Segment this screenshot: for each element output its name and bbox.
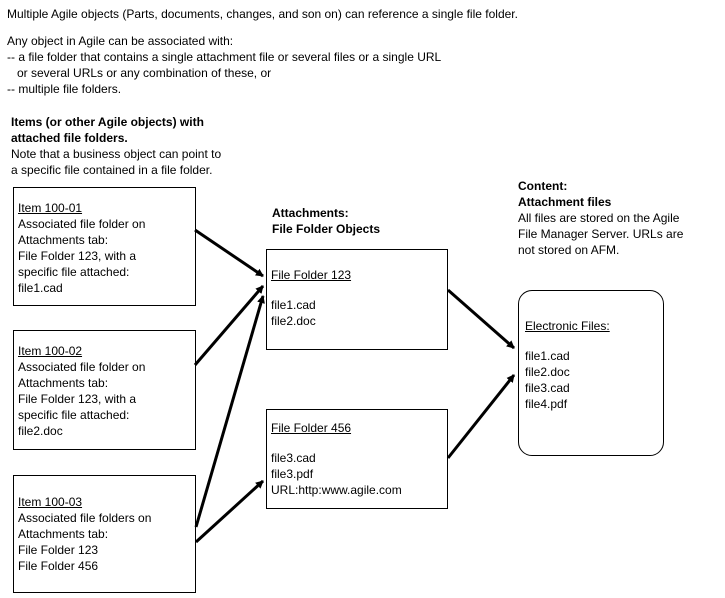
items-heading-title: attached file folders.: [11, 131, 128, 145]
electronic-file: file3.cad: [525, 381, 570, 395]
items-heading-note: Note that a business object can point to: [11, 147, 222, 161]
intro-para-line: -- a file folder that contains a single …: [7, 50, 442, 64]
item-detail: specific file attached:: [18, 408, 130, 422]
item-detail: Associated file folder on: [18, 360, 146, 374]
electronic-files-title: Electronic Files:: [525, 319, 610, 333]
folder-box-456: File Folder 456 file3.cad file3.pdf URL:…: [266, 409, 448, 509]
intro-para-line: or several URLs or any combination of th…: [7, 66, 272, 80]
items-heading: Items (or other Agile objects) with atta…: [11, 114, 221, 178]
folder-file: file3.pdf: [271, 467, 314, 481]
item-detail: File Folder 123, with a: [18, 392, 137, 406]
folder-file: file3.cad: [271, 451, 316, 465]
content-heading-note: not stored on AFM.: [518, 243, 620, 257]
item-title: Item 100-03: [18, 495, 83, 509]
arrow-item1-to-folder123: [194, 228, 264, 278]
content-heading-title: Attachment files: [518, 195, 612, 209]
arrow-item2-to-folder123: [193, 285, 265, 366]
attachments-heading-line: Attachments:: [272, 206, 349, 220]
arrow-item3-to-folder123: [194, 295, 265, 528]
intro-para-line: -- multiple file folders.: [7, 82, 122, 96]
item-detail: file2.doc: [18, 424, 63, 438]
electronic-file: file2.doc: [525, 365, 570, 379]
electronic-file: file1.cad: [525, 349, 570, 363]
item-box-100-02: Item 100-02 Associated file folder on At…: [13, 330, 196, 450]
intro-paragraph: Any object in Agile can be associated wi…: [7, 33, 441, 97]
arrow-folder123-to-electronic: [447, 288, 515, 350]
content-heading: Content: Attachment files All files are …: [518, 178, 683, 258]
item-title: Item 100-02: [18, 344, 83, 358]
arrow-item3-to-folder456: [194, 479, 265, 544]
electronic-file: file4.pdf: [525, 397, 568, 411]
attachments-heading: Attachments: File Folder Objects: [272, 205, 380, 237]
attachments-heading-line: File Folder Objects: [272, 222, 381, 236]
item-detail: Associated file folder on: [18, 217, 146, 231]
electronic-files-box: Electronic Files: file1.cad file2.doc fi…: [518, 290, 664, 456]
item-detail: File Folder 123: [18, 543, 99, 557]
item-detail: specific file attached:: [18, 265, 130, 279]
item-detail: File Folder 123, with a: [18, 249, 137, 263]
item-box-100-01: Item 100-01 Associated file folder on At…: [13, 187, 196, 306]
item-box-100-03: Item 100-03 Associated file folders on A…: [13, 475, 196, 593]
folder-file: file2.doc: [271, 314, 316, 328]
items-heading-note: a specific file contained in a file fold…: [11, 163, 213, 177]
item-detail: Attachments tab:: [18, 376, 109, 390]
arrow-folder456-to-electronic: [446, 374, 516, 459]
intro-line: Multiple Agile objects (Parts, documents…: [7, 7, 518, 21]
folder-file: file1.cad: [271, 298, 316, 312]
content-heading-note: All files are stored on the Agile: [518, 211, 680, 225]
intro-para-line: Any object in Agile can be associated wi…: [7, 34, 234, 48]
item-detail: File Folder 456: [18, 559, 99, 573]
item-detail: Attachments tab:: [18, 233, 109, 247]
folder-title: File Folder 123: [271, 268, 352, 282]
item-detail: Attachments tab:: [18, 527, 109, 541]
folder-box-123: File Folder 123 file1.cad file2.doc: [266, 249, 448, 350]
item-title: Item 100-01: [18, 201, 83, 215]
folder-file: URL:http:www.agile.com: [271, 483, 402, 497]
content-heading-title: Content:: [518, 179, 568, 193]
folder-title: File Folder 456: [271, 421, 352, 435]
items-heading-title: Items (or other Agile objects) with: [11, 115, 204, 129]
content-heading-note: File Manager Server. URLs are: [518, 227, 684, 241]
item-detail: file1.cad: [18, 281, 63, 295]
item-detail: Associated file folders on: [18, 511, 152, 525]
